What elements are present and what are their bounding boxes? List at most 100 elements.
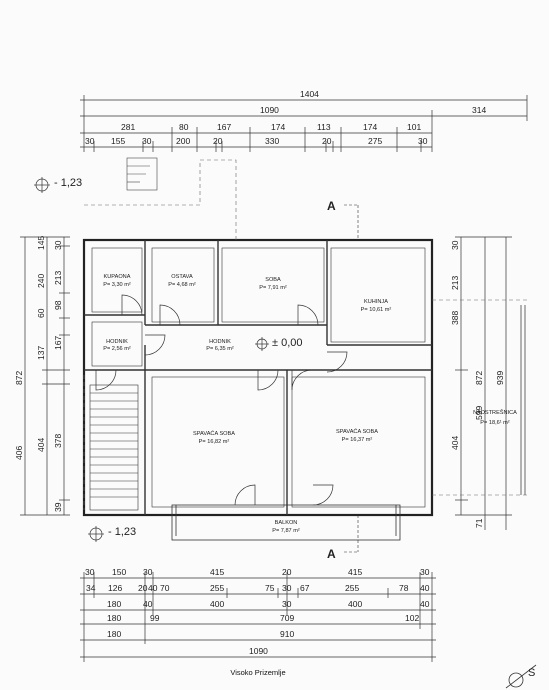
room-area: P= 7,87 m² bbox=[272, 528, 300, 534]
inner-wall-lines bbox=[91, 247, 426, 508]
dim-bottom-r2: 20 bbox=[138, 583, 148, 593]
dim-top-r3: 174 bbox=[363, 122, 377, 132]
room-name: SOBA bbox=[265, 277, 281, 283]
dim-top-total: 1404 bbox=[300, 89, 319, 99]
dim-bottom-r2: 67 bbox=[300, 583, 310, 593]
room-name: SPAVAĆA SOBA bbox=[193, 430, 235, 437]
dim-bottom-r2: 255 bbox=[210, 583, 224, 593]
dim-top-r3: 80 bbox=[179, 122, 189, 132]
dim-bottom-r4: 102 bbox=[405, 613, 419, 623]
dim-left: 145 bbox=[36, 236, 46, 250]
dim-bottom-r2: 75 bbox=[265, 583, 275, 593]
dim-top-r4: 30 bbox=[85, 136, 95, 146]
dim-bottom-r1: 30 bbox=[420, 567, 430, 577]
dim-bottom-r3: 400 bbox=[348, 599, 362, 609]
dim-left: 404 bbox=[36, 438, 46, 452]
orientation-label: S bbox=[528, 667, 535, 679]
dim-bottom-r2: 30 bbox=[282, 583, 292, 593]
dim-top-r3: 281 bbox=[121, 122, 135, 132]
stairs bbox=[89, 384, 139, 511]
right-dimension-lines bbox=[455, 236, 512, 530]
dim-left: 378 bbox=[53, 434, 63, 448]
dim-right: 599 bbox=[474, 406, 484, 420]
room-name: HODNIK bbox=[106, 339, 128, 345]
dashed-outline bbox=[83, 159, 527, 510]
room-name: OSTAVA bbox=[171, 274, 193, 280]
room-name: HODNIK bbox=[209, 339, 231, 345]
room-name: KUPAONA bbox=[104, 274, 131, 280]
top-dimension-lines bbox=[80, 95, 528, 152]
dim-top-canopy: 314 bbox=[472, 105, 486, 115]
dim-top-r4: 330 bbox=[265, 136, 279, 146]
dim-right: 213 bbox=[450, 276, 460, 290]
dim-right: 404 bbox=[450, 436, 460, 450]
dim-top-r4: 155 bbox=[111, 136, 125, 146]
dim-top-r4: 30 bbox=[418, 136, 428, 146]
interior-walls bbox=[84, 240, 432, 515]
level-symbols bbox=[34, 177, 269, 542]
upper-stair bbox=[126, 157, 158, 191]
dim-left: 240 bbox=[36, 274, 46, 288]
dim-top-r3: 101 bbox=[407, 122, 421, 132]
balcony-outline bbox=[171, 504, 401, 541]
dim-bottom-r5: 910 bbox=[280, 629, 294, 639]
dim-top-r3: 167 bbox=[217, 122, 231, 132]
left-dimension-lines bbox=[20, 236, 70, 516]
room-area: P= 16,82 m² bbox=[199, 439, 230, 445]
dim-bottom-r3: 180 bbox=[107, 599, 121, 609]
dim-left-406: 406 bbox=[14, 446, 24, 460]
room-labels: KUPAONA P= 3,30 m² OSTAVA P= 4,68 m² SOB… bbox=[103, 274, 517, 534]
dim-bottom-r2: 78 bbox=[399, 583, 409, 593]
dim-left: 213 bbox=[53, 271, 63, 285]
room-area: P= 6,35 m² bbox=[206, 346, 234, 352]
dim-bottom-r2: 255 bbox=[345, 583, 359, 593]
dim-bottom-r4: 99 bbox=[150, 613, 160, 623]
room-name: SPAVAĆA SOBA bbox=[336, 428, 378, 435]
level-center: ± 0,00 bbox=[272, 337, 303, 349]
dim-top-r4: 275 bbox=[368, 136, 382, 146]
room-name: NADSTREŠNICA bbox=[473, 409, 517, 416]
dim-right: 30 bbox=[450, 240, 460, 250]
dim-bottom-r1: 415 bbox=[210, 567, 224, 577]
dim-bottom-r6: 1090 bbox=[249, 646, 268, 656]
dim-top-r4: 20 bbox=[213, 136, 223, 146]
room-area: P= 18,6¹ m² bbox=[480, 420, 510, 426]
section-marker-top: A bbox=[327, 199, 336, 213]
dim-top-building: 1090 bbox=[260, 105, 279, 115]
room-name: KUHINJA bbox=[364, 299, 388, 305]
door-swings bbox=[95, 294, 348, 506]
dim-bottom-r2: 34 bbox=[86, 583, 96, 593]
room-area: P= 7,91 m² bbox=[259, 285, 287, 291]
room-area: P= 3,30 m² bbox=[103, 282, 131, 288]
dim-left: 60 bbox=[36, 308, 46, 318]
dim-top-r4: 30 bbox=[142, 136, 152, 146]
dim-bottom-r2: 40 bbox=[148, 583, 158, 593]
left-dimension-values: 872 406 145 240 60 137 404 30 213 98 167… bbox=[14, 236, 63, 512]
canopy-edge bbox=[520, 305, 526, 495]
section-line bbox=[344, 204, 359, 553]
room-area: P= 16,37 m² bbox=[342, 437, 373, 443]
dim-bottom-r2: 126 bbox=[108, 583, 122, 593]
top-dimension-values: 1404 1090 314 281 80 167 174 113 174 101… bbox=[85, 89, 486, 146]
dim-bottom-r1: 20 bbox=[282, 567, 292, 577]
bottom-dimension-values: 30 150 30 415 20 415 30 34 126 20 40 70 … bbox=[85, 567, 430, 656]
dim-bottom-r3: 40 bbox=[143, 599, 153, 609]
dim-left: 39 bbox=[53, 502, 63, 512]
section-marker-bottom: A bbox=[327, 547, 336, 561]
dim-top-r4: 20 bbox=[322, 136, 332, 146]
dim-left: 167 bbox=[53, 336, 63, 350]
dim-left-872: 872 bbox=[14, 371, 24, 385]
room-area: P= 10,61 m² bbox=[361, 307, 392, 313]
dim-bottom-r1: 415 bbox=[348, 567, 362, 577]
dim-bottom-r4: 180 bbox=[107, 613, 121, 623]
dim-left: 98 bbox=[53, 300, 63, 310]
dim-right: 939 bbox=[495, 371, 505, 385]
dim-bottom-r3: 40 bbox=[420, 599, 430, 609]
dim-top-r3: 113 bbox=[317, 122, 331, 132]
dim-right: 71 bbox=[474, 518, 484, 528]
dim-top-r4: 200 bbox=[176, 136, 190, 146]
dim-bottom-r1: 150 bbox=[112, 567, 126, 577]
orientation-icon bbox=[505, 664, 537, 689]
